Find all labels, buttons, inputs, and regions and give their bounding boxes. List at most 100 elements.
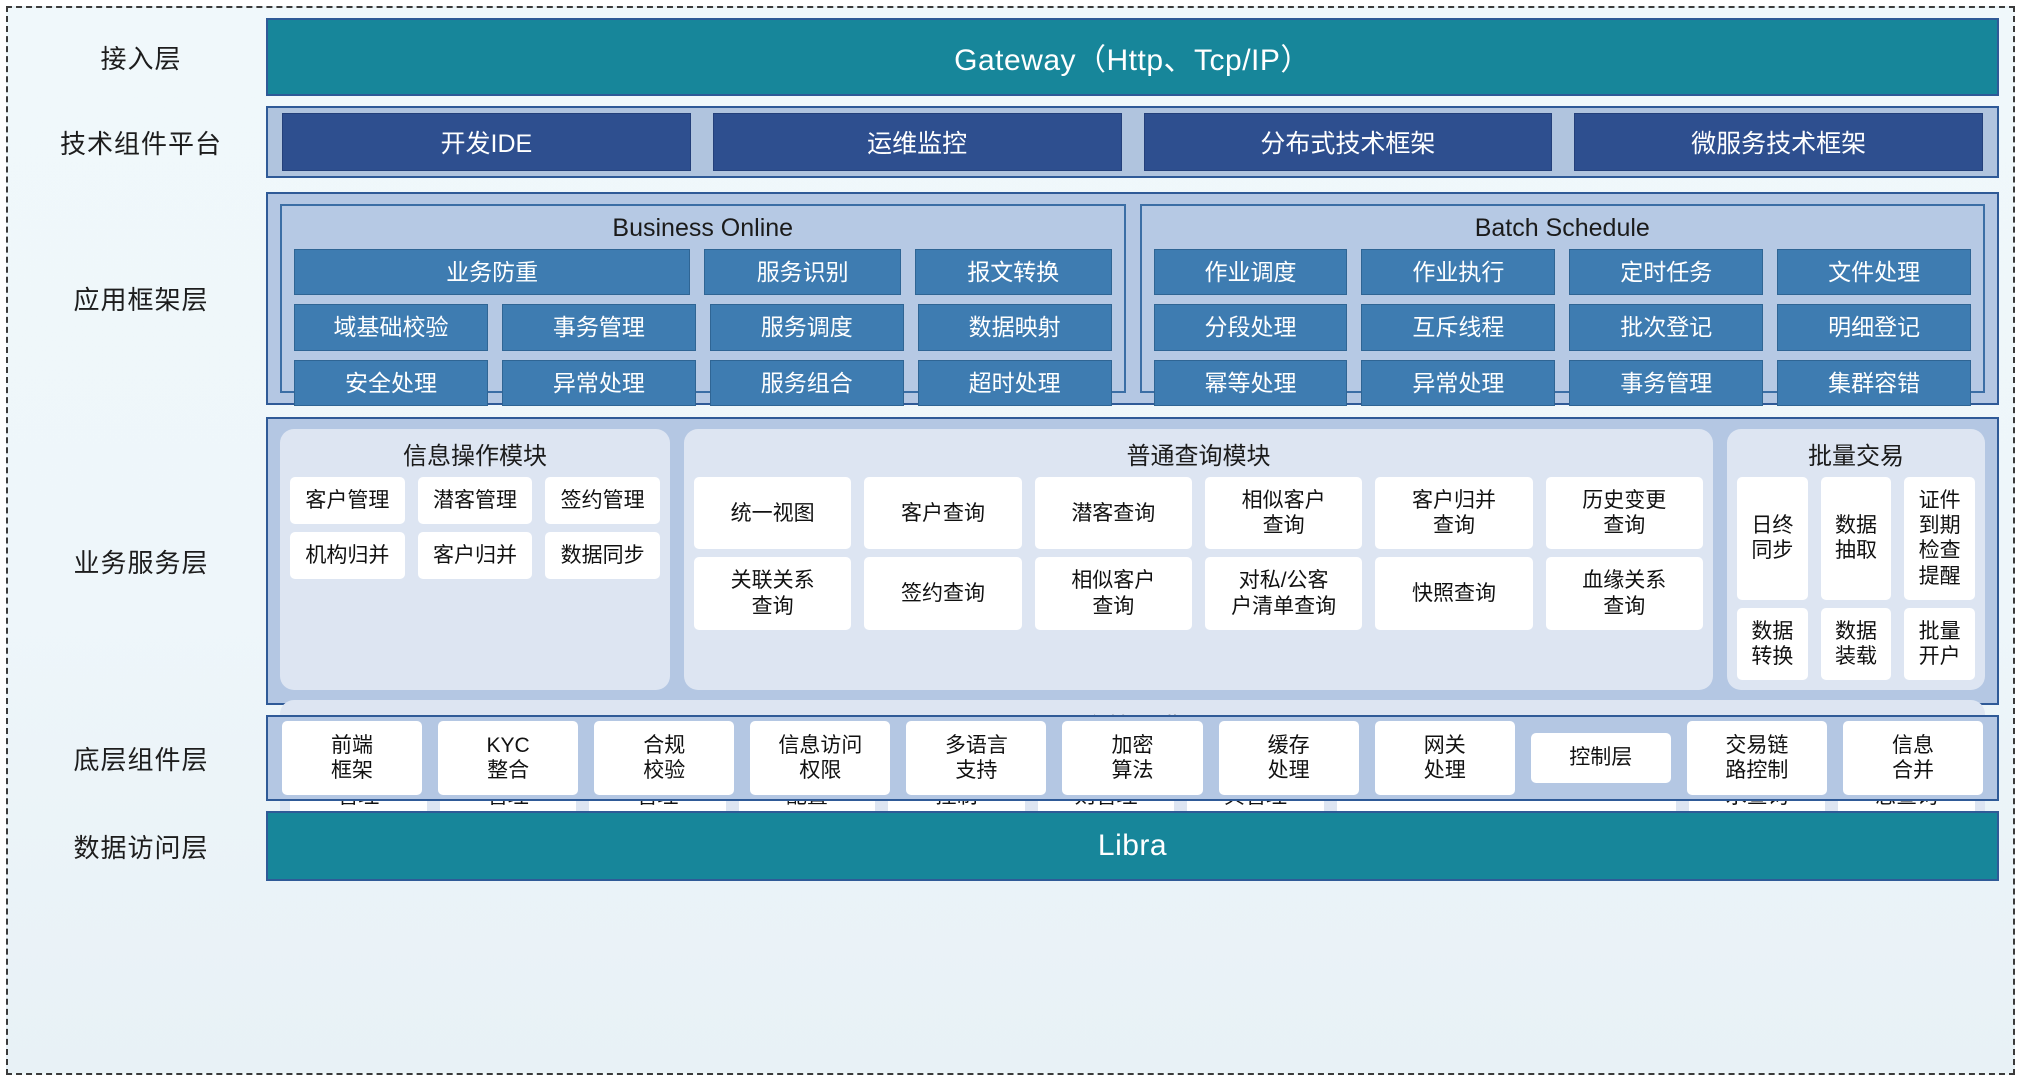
service-cell[interactable]: 签约管理 — [545, 477, 661, 525]
component-cell[interactable]: 加密 算法 — [1062, 720, 1203, 796]
tech-chip-distributed[interactable]: 分布式技术框架 — [1143, 113, 1553, 171]
app-group-title: Business Online — [612, 214, 794, 242]
app-cell[interactable]: 异常处理 — [1361, 359, 1556, 407]
service-grid-row: 统一视图客户查询潜客查询相似客户 查询客户归并 查询历史变更 查询 — [694, 477, 1703, 550]
service-module-info: 信息操作模块客户管理潜客管理签约管理机构归并客户归并数据同步 — [280, 429, 670, 691]
component-cell[interactable]: KYC 整合 — [438, 720, 579, 796]
service-cell[interactable]: 数据 抽取 — [1820, 477, 1892, 600]
service-cell[interactable]: 客户归并 查询 — [1375, 477, 1533, 550]
app-cell[interactable]: 明细登记 — [1777, 304, 1971, 351]
service-grid-row: 日终 同步数据 抽取证件到期 检查提醒 — [1737, 477, 1976, 600]
component-cell[interactable]: 信息访问 权限 — [750, 720, 891, 796]
tech-chip-microservice[interactable]: 微服务技术框架 — [1574, 113, 1983, 171]
app-cell[interactable]: 幂等处理 — [1153, 359, 1348, 407]
service-cell[interactable]: 关联关系 查询 — [694, 557, 852, 630]
tech-platform-band: 开发IDE 运维监控 分布式技术框架 微服务技术框架 — [266, 106, 1999, 178]
service-cell[interactable]: 批量 开户 — [1904, 607, 1976, 681]
app-cell[interactable]: 分段处理 — [1153, 304, 1348, 351]
service-grid-row: 关联关系 查询签约查询相似客户 查询对私/公客 户清单查询快照查询血缘关系 查询 — [694, 557, 1703, 630]
app-cell[interactable]: 域基础校验 — [294, 304, 488, 351]
component-cell[interactable]: 交易链 路控制 — [1686, 720, 1827, 796]
service-module-title: 信息操作模块 — [403, 443, 547, 470]
service-grid-row: 客户管理潜客管理签约管理 — [290, 477, 661, 525]
service-grid-row: 数据 转换数据 装载批量 开户 — [1737, 607, 1976, 681]
app-cell[interactable]: 作业调度 — [1153, 249, 1348, 296]
app-cell[interactable]: 数据映射 — [917, 304, 1112, 351]
gateway-bar: Gateway（Http、Tcp/IP） — [266, 18, 1999, 96]
app-cell[interactable]: 事务管理 — [501, 304, 696, 351]
service-cell[interactable]: 血缘关系 查询 — [1545, 557, 1703, 630]
tech-chip-ide[interactable]: 开发IDE — [282, 113, 691, 171]
app-cell[interactable]: 作业执行 — [1361, 249, 1556, 296]
app-cell[interactable]: 事务管理 — [1569, 359, 1764, 407]
component-cell[interactable]: 缓存 处理 — [1218, 720, 1359, 796]
service-grid-row: 机构归并客户归并数据同步 — [290, 532, 661, 580]
app-cell[interactable]: 超时处理 — [917, 359, 1112, 407]
app-cell[interactable]: 异常处理 — [501, 359, 696, 407]
layer-label-component: 底层组件层 — [73, 744, 209, 775]
service-cell[interactable]: 潜客管理 — [417, 477, 533, 525]
service-cell[interactable]: 数据 装载 — [1820, 607, 1892, 681]
component-cell[interactable]: 多语言 支持 — [906, 720, 1047, 796]
component-cell[interactable]: 网关 处理 — [1374, 720, 1515, 796]
service-cell[interactable]: 快照查询 — [1375, 557, 1533, 630]
tech-chip-ops[interactable]: 运维监控 — [712, 113, 1122, 171]
service-cell[interactable]: 历史变更 查询 — [1545, 477, 1703, 550]
app-cell[interactable]: 服务调度 — [709, 304, 904, 351]
app-grid-row: 业务防重服务识别报文转换 — [294, 249, 1112, 296]
service-cell[interactable]: 相似客户 查询 — [1204, 477, 1363, 550]
service-cell[interactable]: 客户管理 — [290, 477, 405, 525]
app-grid-row: 域基础校验事务管理服务调度数据映射 — [294, 304, 1112, 351]
service-cell[interactable]: 签约查询 — [864, 557, 1022, 630]
service-cell[interactable]: 日终 同步 — [1737, 477, 1808, 600]
app-grid-row: 分段处理互斥线程批次登记明细登记 — [1153, 304, 1971, 351]
service-cell[interactable]: 相似客户 查询 — [1034, 557, 1192, 630]
service-cell[interactable]: 对私/公客 户清单查询 — [1204, 557, 1363, 630]
layer-label-service: 业务服务层 — [73, 547, 209, 578]
app-cell[interactable]: 集群容错 — [1777, 359, 1971, 407]
app-cell[interactable]: 服务组合 — [709, 359, 904, 407]
layer-data-access: 数据访问层 Libra — [16, 811, 1999, 881]
service-module-title: 普通查询模块 — [1126, 443, 1271, 470]
service-cell[interactable]: 机构归并 — [290, 532, 405, 580]
app-grid-row: 幂等处理异常处理事务管理集群容错 — [1153, 359, 1971, 407]
service-cell[interactable]: 数据同步 — [545, 532, 661, 580]
app-cell[interactable]: 安全处理 — [294, 359, 488, 407]
layer-access: 接入层 Gateway（Http、Tcp/IP） — [16, 18, 1999, 96]
service-cell[interactable]: 数据 转换 — [1737, 607, 1808, 681]
app-cell[interactable]: 文件处理 — [1777, 249, 1971, 296]
app-cell[interactable]: 互斥线程 — [1361, 304, 1556, 351]
layer-tech-platform: 技术组件平台 开发IDE 运维监控 分布式技术框架 微服务技术框架 — [16, 106, 1999, 178]
layer-label-access: 接入层 — [100, 43, 182, 74]
app-cell[interactable]: 服务识别 — [704, 249, 901, 296]
service-module-title: 批量交易 — [1808, 443, 1904, 470]
service-cell[interactable]: 潜客查询 — [1034, 477, 1192, 550]
architecture-diagram: 接入层 Gateway（Http、Tcp/IP） 技术组件平台 开发IDE 运维… — [6, 6, 2015, 1075]
service-module-query: 普通查询模块统一视图客户查询潜客查询相似客户 查询客户归并 查询历史变更 查询关… — [684, 429, 1713, 691]
component-cell[interactable]: 控制层 — [1530, 733, 1671, 783]
component-cell[interactable]: 信息 合并 — [1842, 720, 1984, 796]
app-cell[interactable]: 定时任务 — [1569, 249, 1764, 296]
layer-label-data: 数据访问层 — [73, 832, 209, 863]
layer-business-service: 业务服务层 信息操作模块客户管理潜客管理签约管理机构归并客户归并数据同步普通查询… — [16, 417, 1999, 831]
libra-bar: Libra — [266, 811, 1999, 881]
app-cell[interactable]: 批次登记 — [1569, 304, 1764, 351]
app-group-title: Batch Schedule — [1474, 214, 1650, 242]
app-cell[interactable]: 报文转换 — [914, 249, 1112, 296]
service-cell[interactable]: 统一视图 — [694, 477, 852, 550]
app-cell[interactable]: 业务防重 — [294, 249, 691, 296]
app-grid-row: 作业调度作业执行定时任务文件处理 — [1153, 249, 1971, 296]
app-grid-row: 安全处理异常处理服务组合超时处理 — [294, 359, 1112, 407]
layer-label-tech: 技术组件平台 — [59, 128, 222, 159]
service-cell[interactable]: 客户查询 — [864, 477, 1022, 550]
component-cell[interactable]: 合规 校验 — [594, 720, 735, 796]
component-cell[interactable]: 前端 框架 — [282, 720, 423, 796]
service-cell[interactable]: 客户归并 — [417, 532, 533, 580]
service-cell[interactable]: 证件到期 检查提醒 — [1904, 477, 1976, 600]
